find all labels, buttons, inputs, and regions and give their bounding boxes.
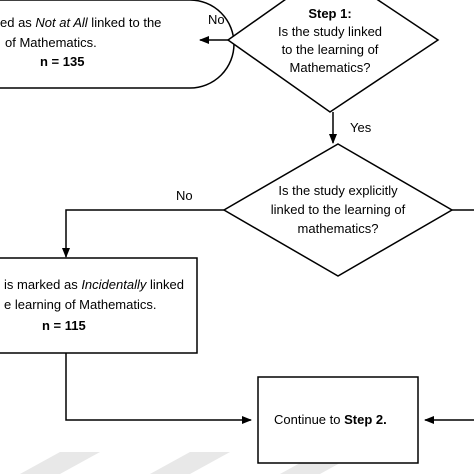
label-no-top: No [208, 12, 225, 27]
mid-box-line2: e learning of Mathematics. [4, 297, 157, 312]
arrow-to-continue-left [65, 353, 252, 424]
top-box-count: n = 135 [40, 54, 85, 69]
decision-2-line1: Is the study explicitly [278, 183, 398, 198]
mid-box-line1-emphasis: Incidentally [81, 277, 147, 292]
top-box-line1-pre: ed as [0, 15, 36, 30]
decision-1-step: Step 1: [308, 6, 352, 21]
top-box-line2: of Mathematics. [5, 35, 97, 50]
continue-step: Step 2. [344, 412, 387, 427]
top-box-line1-emphasis: Not at All [35, 15, 88, 30]
mid-box-count: n = 115 [42, 318, 86, 333]
label-yes: Yes [350, 120, 372, 135]
label-no-mid: No [176, 188, 193, 203]
decision-1-line2: to the learning of [281, 42, 379, 57]
mid-box-line1: is marked as Incidentally linked [4, 277, 184, 293]
decision-1-diamond [226, 0, 440, 113]
decision-1-line1: Is the study linked [277, 24, 383, 39]
top-box-line1-post: linked to the [87, 15, 162, 30]
incidental-result-box [0, 257, 198, 354]
continue-box [257, 376, 419, 464]
top-box-line1: ed as Not at All linked to the [0, 15, 161, 31]
decision-2-diamond [222, 143, 454, 277]
mid-box-line1-post: linked [146, 277, 184, 292]
top-result-box [0, 0, 235, 89]
arrow-no-mid [62, 209, 224, 258]
continue-label: Continue to [274, 412, 345, 427]
decision-2-line3: mathematics? [297, 221, 379, 236]
decision-2-line2: linked to the learning of [270, 202, 406, 217]
continue-text: Continue to Step 2. [274, 412, 387, 428]
decision-1-line3: Mathematics? [289, 60, 371, 75]
mid-box-line1-pre: is marked as [4, 277, 82, 292]
